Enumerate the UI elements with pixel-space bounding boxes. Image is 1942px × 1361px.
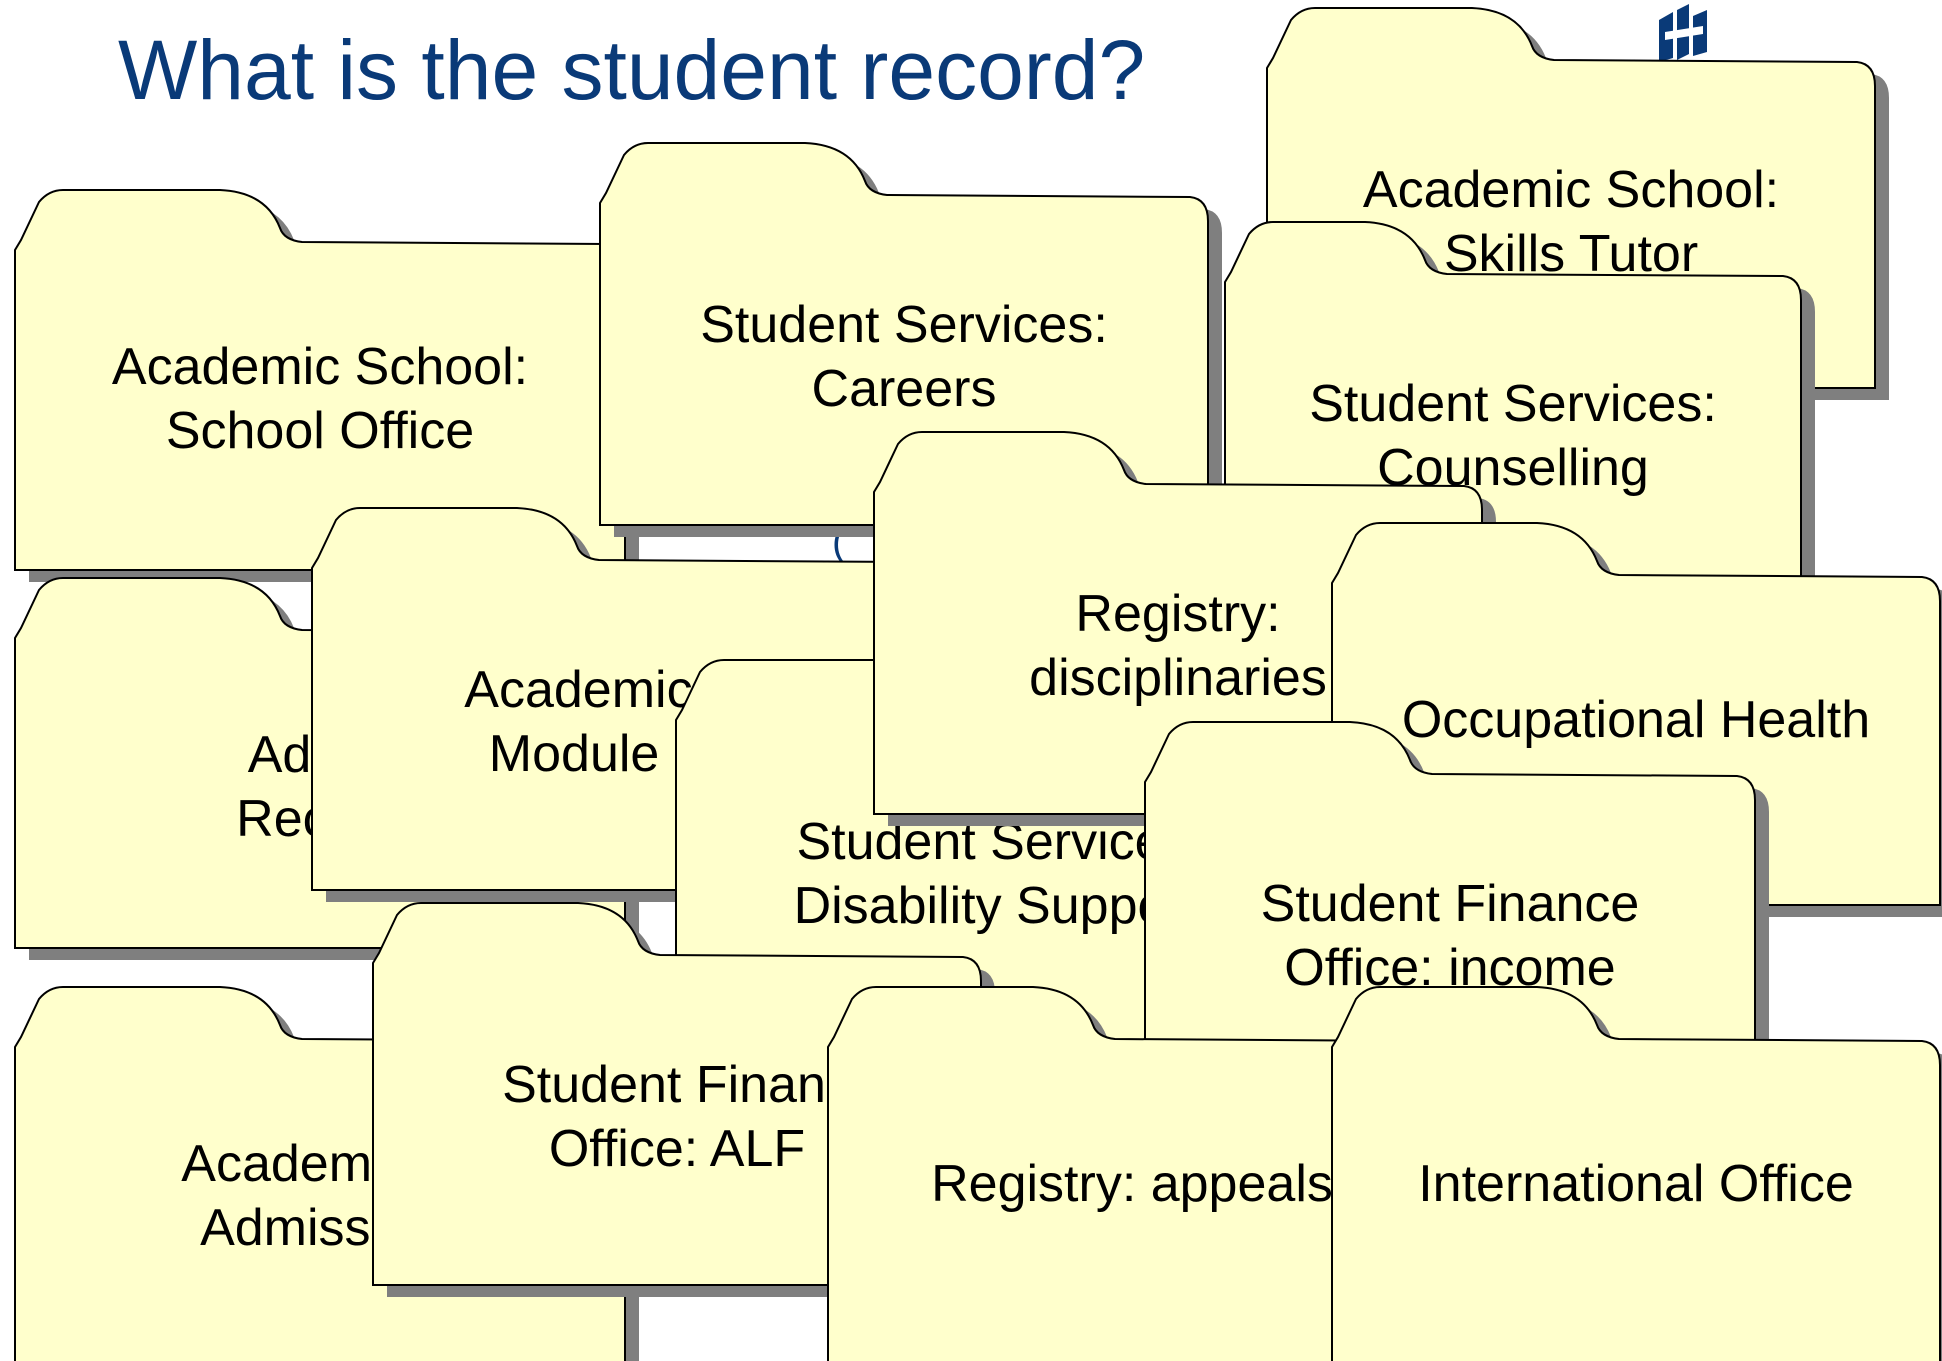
folder-label-line: School Office <box>165 402 475 460</box>
folder-label: Registry: appeals <box>828 1152 1436 1216</box>
folder-label: Academic School: School Office <box>15 335 625 463</box>
folder-appeals: Registry: appeals <box>827 986 1450 1361</box>
folder-label-line: disciplinaries <box>1029 649 1327 707</box>
folder-label-line: Disability Suppo <box>793 877 1167 935</box>
folder-label-line: Office: ALF <box>548 1120 806 1178</box>
folder-body <box>1331 986 1941 1361</box>
folder-body <box>873 431 1483 815</box>
folder-label-line: International Office <box>1418 1155 1854 1213</box>
folder-label-line: Occupational Health <box>1401 691 1871 749</box>
folder-label: International Office <box>1332 1152 1940 1216</box>
folder-label-line: Registry: <box>1075 585 1281 643</box>
slide-title: What is the student record? <box>118 23 1146 117</box>
folder-school-office: Academic School: School Office <box>14 189 639 582</box>
folder-shape-appeals <box>827 986 1450 1361</box>
folder-label: Registry: disciplinaries <box>874 582 1482 710</box>
folder-label: Occupational Health <box>1332 688 1940 752</box>
folder-label: Academic School:Skills Tutor <box>1267 158 1875 286</box>
folder-label-line: Registry: appeals <box>931 1155 1333 1213</box>
folder-label-line: Academic School: <box>111 338 529 396</box>
folder-label-line: Student Financ <box>502 1056 852 1114</box>
folder-label-line: Academic School: <box>1362 161 1780 219</box>
folder-body <box>1144 721 1756 1103</box>
folder-label-line: Student Services: <box>1309 375 1717 433</box>
folder-label-line: Careers <box>811 360 997 418</box>
folder-body <box>599 142 1209 526</box>
university-logo-icon <box>1659 4 1707 62</box>
folder-label-line: Student Services: <box>700 296 1108 354</box>
folder-label-line: Student Finance <box>1260 875 1640 933</box>
folder-label: Student Services:Counselling <box>1225 372 1801 500</box>
folder-label: Student Services: Careers <box>600 293 1208 421</box>
folder-shape-finance-income <box>1144 721 1769 1114</box>
folder-shape-international <box>1331 986 1942 1361</box>
folder-international: International Office <box>1331 986 1942 1361</box>
